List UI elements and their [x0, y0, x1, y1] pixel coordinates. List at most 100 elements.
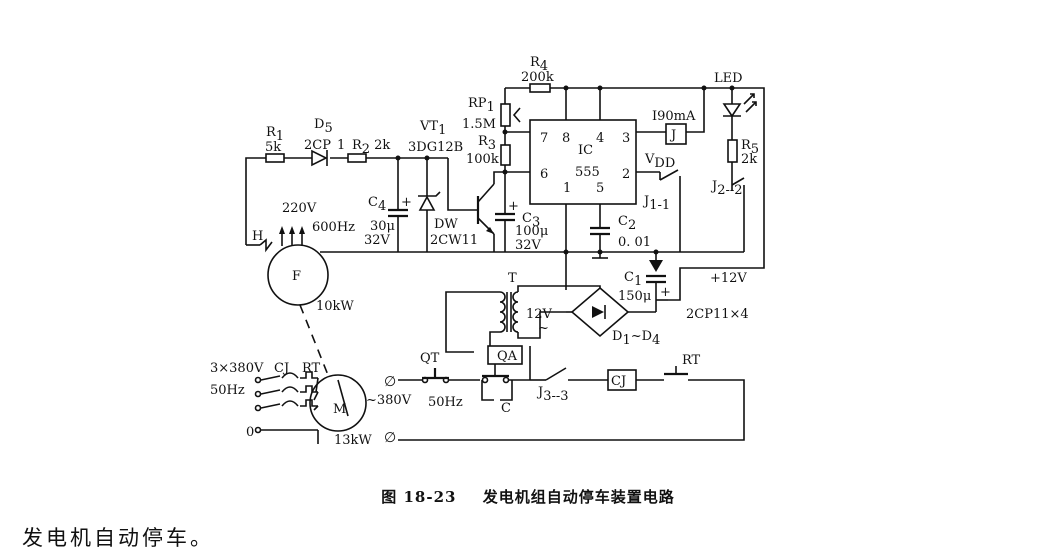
motor-letter: M [333, 402, 346, 417]
c3-cap: 100μ [515, 224, 548, 239]
ic-type: 555 [575, 165, 600, 180]
c4-cap: 30μ [370, 219, 395, 234]
generator-f [267, 244, 329, 306]
c2-value: 0. 01 [618, 235, 651, 250]
motor-power: 13kW [334, 433, 372, 448]
diodes-label: D1~D4 [612, 329, 660, 348]
supply-frequency: 50Hz [210, 383, 245, 398]
rp1-label: RP1 [468, 96, 495, 115]
r3-label: R3 [478, 134, 496, 153]
contactor-cj-icon [281, 372, 299, 407]
ic-pin6: 6 [540, 167, 548, 182]
c1-value: 150μ [618, 289, 651, 304]
capacitor-c1-icon [646, 252, 668, 301]
start-button-qa-icon [481, 345, 531, 401]
ic-pin8: 8 [562, 131, 570, 146]
resistor-r4 [529, 83, 551, 93]
three-phase-terminals [254, 375, 318, 434]
resistor-r1 [265, 153, 285, 163]
supply-voltage: 3×380V [210, 361, 264, 376]
relay-contact-j3-3-icon [530, 367, 608, 381]
ic-pin2: 2 [622, 167, 630, 182]
mechanical-coupling [299, 304, 331, 381]
zener-dw-icon [418, 158, 441, 252]
transformer-label: T [508, 271, 517, 286]
node-1: 1 [337, 138, 345, 153]
figure-number: 图 18-23 [381, 488, 457, 506]
thermal-contact-rt-icon [398, 366, 745, 441]
relay-contact-j2-2-icon [731, 177, 745, 252]
stop-button-qt-icon [421, 368, 480, 384]
generator-h: H [252, 229, 263, 244]
r3-value: 100k [466, 152, 499, 167]
resistor-r2 [347, 153, 367, 163]
d5-type: 2CP [304, 138, 331, 153]
r5-value: 2k [741, 152, 757, 167]
motor-m [309, 374, 367, 432]
ic-555 [529, 119, 637, 205]
transformer-tilde: ~ [538, 321, 549, 336]
neutral-zero: 0 [246, 425, 254, 440]
contactor-cj-label: CJ [274, 361, 289, 376]
circuit-diagram: R4 200k LED R5 2k J2--2 R1 5k D5 2CP 1 R… [210, 55, 765, 448]
j3-3-label: J3--3 [536, 385, 569, 404]
vt1-label: VT1 [419, 119, 446, 138]
body-text: 发电机自动停车。 [22, 526, 214, 550]
c1-plus: + [660, 285, 671, 300]
capacitor-c3-icon [495, 172, 515, 252]
dw-label: DW [434, 217, 458, 232]
r1-label: R1 [266, 125, 284, 144]
transformer-t-icon [445, 285, 566, 353]
capacitor-c2-icon [590, 204, 610, 259]
ic-pin4: 4 [596, 131, 604, 146]
generator-voltage: 220V [282, 201, 317, 216]
capacitor-c4-icon [388, 158, 408, 252]
c4-label: C4 [368, 195, 386, 214]
cj-coil-label: CJ [611, 374, 626, 389]
figure-title: 发电机组自动停车装置电路 [482, 488, 675, 506]
bridge-rectifier-icon [566, 285, 657, 338]
dw-type: 2CW11 [430, 233, 478, 248]
generator-frequency: 600Hz [312, 220, 355, 235]
transformer-volt: 12V [526, 307, 553, 322]
j2-2-label: J2--2 [710, 179, 743, 198]
generator-terminals-icon [279, 226, 305, 246]
led-indicator-icon [722, 93, 757, 140]
rp1-value: 1.5M [462, 117, 496, 132]
r4-value: 200k [521, 70, 554, 85]
led-label: LED [714, 71, 743, 86]
generator-power: 10kW [316, 299, 354, 314]
generator-f-letter: F [292, 269, 301, 284]
ic-pin3: 3 [622, 131, 630, 146]
potentiometer-rp1 [500, 103, 511, 127]
c4-plus: + [401, 195, 412, 210]
supply-12v: +12V [710, 271, 747, 286]
rt-contact-label: RT [682, 353, 701, 368]
diode-d5-icon [311, 149, 328, 167]
ic-name: IC [578, 143, 593, 158]
qt-label: QT [420, 351, 440, 366]
ic-pin1: 1 [563, 181, 571, 196]
resistor-r5 [727, 139, 738, 163]
c4-volt: 32V [364, 233, 391, 248]
relay-contact-j1-1-icon [659, 169, 681, 252]
c1-label: C1 [624, 270, 642, 289]
relay-j-letter: J [669, 128, 676, 143]
vdd-label: VDD [644, 152, 675, 171]
qa-label: QA [497, 349, 518, 364]
vt1-type: 3DG12B [408, 140, 463, 155]
motor-voltage: ~380V [366, 393, 412, 408]
transistor-vt1-icon [476, 171, 530, 252]
line-terminal-1: ∅ [384, 374, 396, 390]
c2-label: C2 [618, 214, 636, 233]
input-wire [245, 155, 448, 245]
line-terminal-2: ∅ [384, 430, 396, 446]
ic-pin7: 7 [540, 131, 548, 146]
relay-current: I90mA [652, 109, 696, 124]
bridge-type: 2CP11×4 [686, 307, 749, 322]
thermal-relay-rt-label: RT [302, 361, 321, 376]
c3-label: C3 [522, 211, 540, 230]
top-rail [505, 85, 765, 301]
r5-label: R5 [741, 138, 759, 157]
